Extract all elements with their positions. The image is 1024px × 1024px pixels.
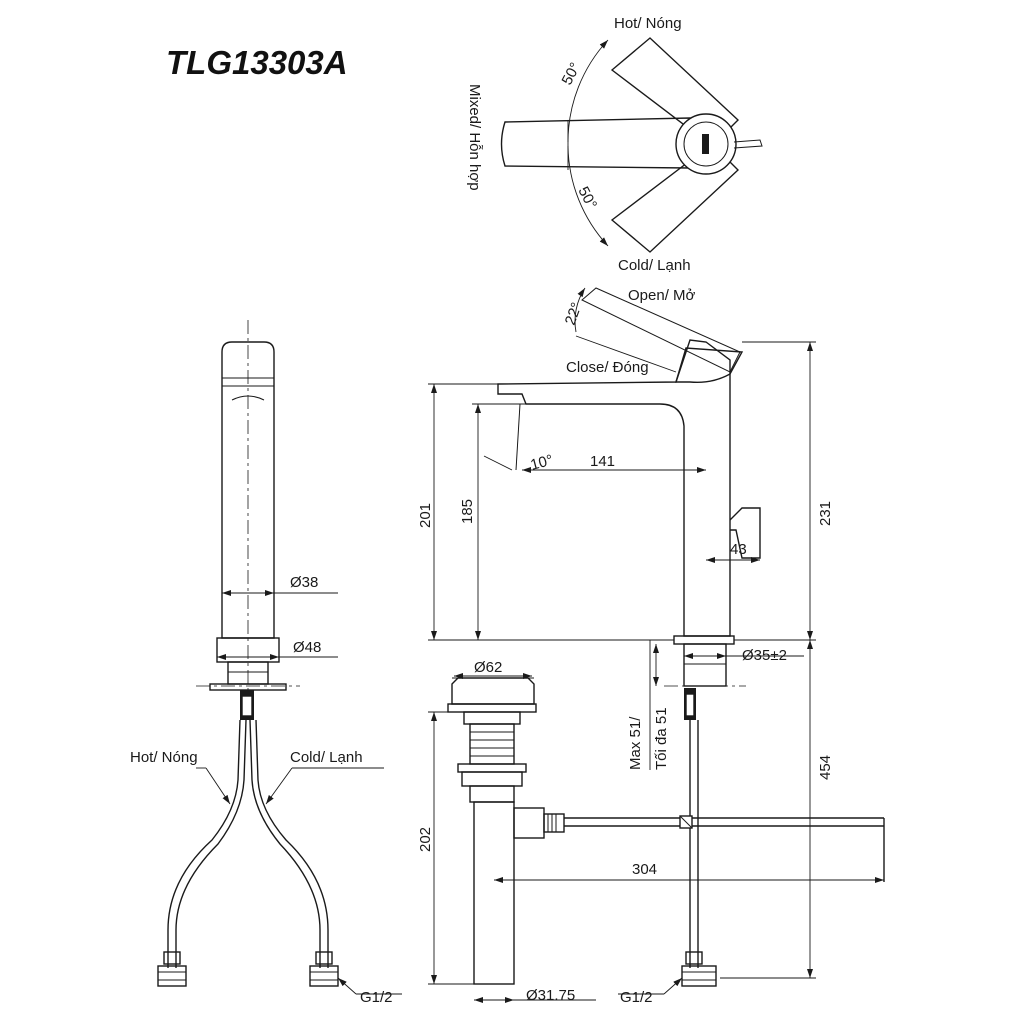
spout-angle: 10°: [529, 452, 555, 474]
dim-141: 141: [590, 453, 615, 470]
dim-185: 185: [459, 499, 476, 524]
dim-base-diameter: Ø48: [293, 639, 321, 656]
dim-304: 304: [632, 861, 657, 878]
dim-hole-diameter: Ø35±2: [742, 647, 787, 664]
hot-label-top: Hot/ Nóng: [614, 15, 682, 32]
thread-right: G1/2: [620, 989, 653, 1006]
mixed-label: Mixed/ Hỗn hợp: [466, 84, 483, 191]
angle-hot: 50°: [559, 60, 585, 88]
dim-201: 201: [417, 503, 434, 528]
model-title: TLG13303A: [166, 44, 348, 81]
dim-231: 231: [817, 501, 834, 526]
top-view: Hot/ Nóng Cold/ Lạnh 50° 50° Mixed/ Hỗn …: [466, 15, 763, 274]
front-view: Ø38 Ø48 Hot/ Nóng Cold/ Lạnh: [130, 320, 402, 1006]
dim-cap-diameter: Ø62: [474, 659, 502, 676]
dim-43: 43: [730, 541, 747, 558]
close-label: Close/ Đóng: [566, 359, 649, 376]
dim-pipe-diameter: Ø31.75: [526, 987, 575, 1004]
lever-angle: 22°: [562, 300, 586, 327]
thread-left: G1/2: [360, 989, 393, 1006]
dim-body-diameter: Ø38: [290, 574, 318, 591]
dim-max-51-line1: Max 51/: [627, 716, 644, 770]
drain-assembly: Ø62 202 304 Ø31.75: [417, 659, 885, 1006]
angle-cold: 50°: [574, 184, 600, 212]
hot-label-front: Hot/ Nóng: [130, 749, 198, 766]
cold-label-front: Cold/ Lạnh: [290, 749, 363, 766]
dim-202: 202: [417, 827, 434, 852]
dim-max-51-line2: Tối đa 51: [653, 707, 670, 770]
side-view: 22° Open/ Mở Close/ Đóng 201 185 10°: [417, 287, 834, 987]
open-label: Open/ Mở: [628, 287, 696, 304]
cold-label-top: Cold/ Lạnh: [618, 257, 691, 274]
dim-454: 454: [817, 755, 834, 780]
